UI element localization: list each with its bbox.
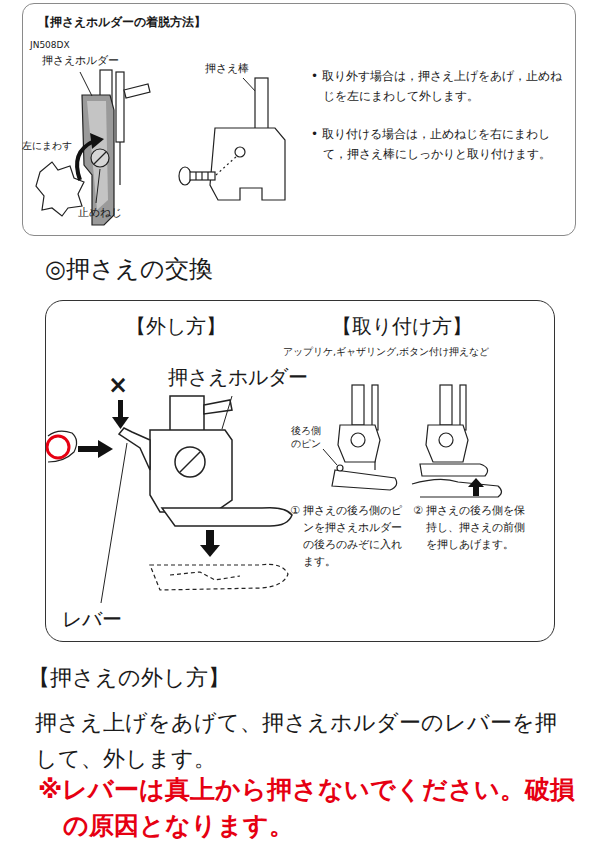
leader-line [101,396,337,603]
instruction-panel: 【押さえホルダーの着脱方法】 • 取り外す場合は，押さえ上げをあげ，止めねじを左に… [22,3,576,236]
leader-line [323,449,337,465]
holder-mounted-illustration [124,84,150,98]
arrows [98,440,113,458]
leader-line [96,169,100,203]
arrows [78,400,220,557]
part-name: 押さえホルダー [168,364,308,390]
leader-line [80,72,92,96]
foot-types: アップリケ,ギャザリング,ボタン付け押えなど [283,346,489,358]
arrows [200,545,220,557]
bullet-text: • 取り付ける場合は，止めねじを右にまわして，押さえ棒にしっかりと取り付けます。 [311,124,573,164]
holder-removal-illustration [162,508,292,526]
panel-heading: 【取り付け方】 [332,313,472,339]
rotate-arrow-head [90,133,104,149]
mounting-illustration [439,433,453,447]
rotate-arrow [77,141,94,180]
presser-bar-illustration [179,78,285,200]
holder-mounted-illustration [94,152,106,164]
mounting-illustration [352,385,364,425]
direction-note: 左にまわす [22,139,72,152]
dashed-foot [150,564,288,590]
body-text: 押さえ上げをあげて、押さえホルダーのレバーを押して、外します。 [35,705,565,777]
rotate-arrow-head [90,133,104,149]
step-text: ② 押さえの後ろ側を保持し、押さえの前側を押しあげます。 [413,502,533,553]
presser-bar-illustration [179,167,191,185]
holder-mounted-illustration [119,142,120,185]
panel-heading: 【外し方】 [126,313,226,339]
mounting-illustration [440,385,452,425]
holder-mounted-illustration [82,95,114,225]
part-name: 押さえホルダー [42,54,119,68]
dashed-foot [150,564,288,590]
holder-mounted-illustration [116,72,124,142]
mounting-illustration [372,385,378,430]
bullet-text: • 取り外す場合は，押さえ上げをあげ，止めねじを左にまわして外します。 [311,66,573,106]
mounting-illustration [332,385,502,497]
holder-removal-illustration [119,396,292,526]
holder-removal-illustration [170,396,204,434]
arrows [118,400,123,418]
ok-mark [47,436,69,458]
mounting-illustration [351,433,365,447]
arrows [206,530,214,546]
up-arrow [468,478,484,487]
holder-removal-illustration [150,430,232,512]
part-name: 後ろ側のピン [291,424,323,450]
mounting-illustration [426,425,468,462]
hand [48,431,77,462]
presser-bar-illustration [210,128,285,200]
mounting-illustration [420,464,488,476]
presser-bar-illustration [195,172,196,180]
holder-mounted-illustration [91,149,109,167]
mounting-illustration [332,470,397,490]
holder-removal-illustration [175,447,205,477]
up-arrow [468,478,484,496]
mounting-illustration [460,385,466,430]
rotate-arrow [77,141,94,180]
panel-title: 【押さえホルダーの着脱方法】 [38,15,206,31]
up-arrow [473,486,479,496]
part-name: 止めねじ [78,206,122,220]
section-heading: ◎押さえの交換 [45,254,213,285]
presser-bar-illustration [201,172,202,180]
presser-bar-illustration [190,172,215,180]
holder-mounted-illustration [87,101,108,210]
model-name: JN508DX [30,40,70,52]
mounting-illustration [412,479,502,497]
section-heading: 【押さえの外し方】 [28,664,230,693]
mounting-illustration [338,425,380,462]
step-text: ① 押さえの後ろ側のピンを押さえホルダーの後ろのみぞに入れます。 [290,502,410,570]
ng-mark: × [108,370,128,401]
mounting-illustration [337,465,343,471]
hand [48,431,77,462]
holder-removal-illustration [204,400,232,414]
presser-bar-illustration [235,147,245,157]
presser-bar-illustration [207,172,208,180]
presser-bar-illustration [216,155,238,175]
dashed-foot [170,572,240,580]
arrows [78,446,100,452]
leader-line [101,443,127,603]
part-name: レバー [62,606,122,632]
holder-removal-illustration [180,452,200,472]
warning-text: ※レバーは真上から押さないでください。破損の原因となります。 [38,772,586,844]
leader-line [222,396,232,429]
arrows [112,417,129,429]
ok-mark [47,436,69,458]
part-name: 押さえ棒 [205,62,249,76]
